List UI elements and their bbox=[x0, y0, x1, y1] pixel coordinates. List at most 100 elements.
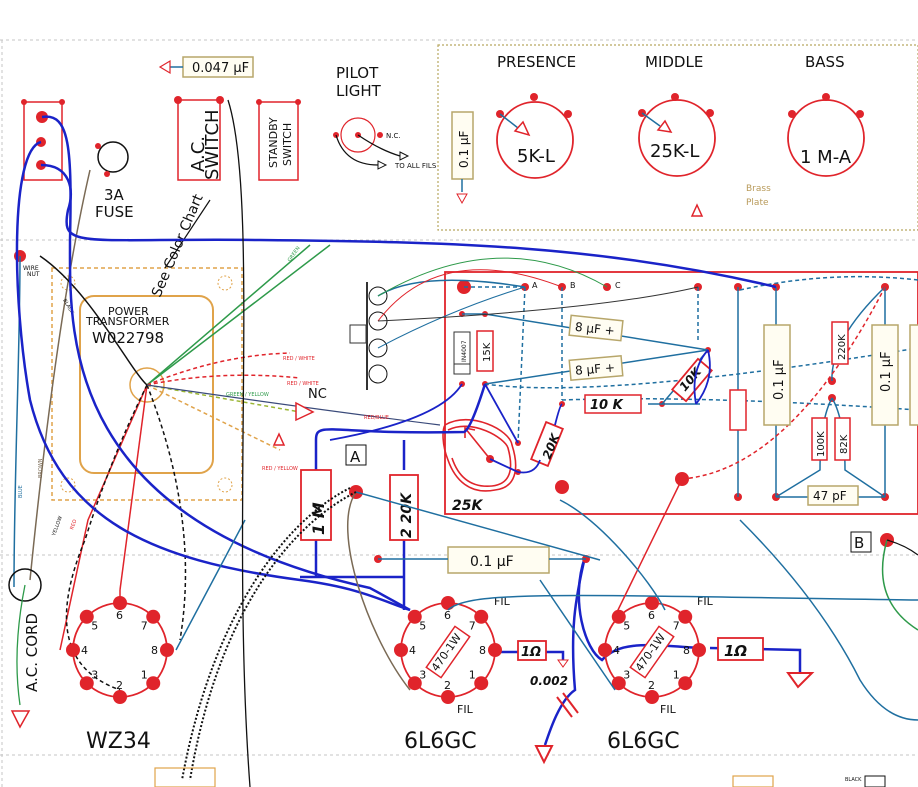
presence-cap bbox=[451, 111, 474, 205]
wz34-pin-3 bbox=[79, 676, 94, 691]
see-color-chart: See Color Chart bbox=[149, 192, 207, 300]
lower-wires bbox=[119, 478, 918, 691]
ground-arrow-1 bbox=[557, 659, 569, 668]
6l6-1-pin-label-1: 1 bbox=[469, 669, 476, 682]
resistor-220k-label: 220K bbox=[837, 334, 848, 360]
6l6-2-pin-label-7: 7 bbox=[673, 619, 680, 632]
6l6-1-label: 6L6GC bbox=[404, 729, 477, 754]
marker-a-box bbox=[345, 444, 367, 466]
resistor-220k-hand-label: 2 20K bbox=[399, 492, 415, 538]
bottom-marker-b bbox=[864, 775, 886, 787]
6l6-1-pin-8 bbox=[488, 643, 502, 657]
tone-cap-1 bbox=[763, 324, 791, 426]
resistor-15k bbox=[476, 330, 494, 372]
wz34-pin-8 bbox=[160, 643, 174, 657]
cap-47pf bbox=[807, 485, 859, 506]
bottom-box-left bbox=[154, 767, 216, 787]
fil-label-2b: FIL bbox=[660, 703, 677, 716]
6l6-1-pin-6 bbox=[441, 596, 455, 610]
lead-brown: BROWN bbox=[38, 458, 44, 478]
filter-cap-1-label: 8 µF + bbox=[574, 320, 615, 338]
standby-switch-label-1: STANDBY bbox=[267, 117, 280, 168]
pot-middle-value: 25K-L bbox=[650, 141, 699, 162]
6l6-1-pin-1 bbox=[474, 676, 489, 691]
diode-label: IN4007 bbox=[461, 340, 468, 362]
pilot-nc-label: N.C. bbox=[386, 132, 401, 140]
6l6-1-pin-label-2: 2 bbox=[444, 679, 451, 692]
resistor-82k-label: 82K bbox=[839, 434, 850, 454]
6l6-2-pin-label-2: 2 bbox=[648, 679, 655, 692]
wz34-pin-7 bbox=[146, 609, 161, 624]
6l6-1-pin-label-4: 4 bbox=[409, 644, 416, 657]
nc-arrow bbox=[295, 401, 315, 422]
input-jacks bbox=[349, 282, 388, 390]
6l6-2-pin-label-1: 1 bbox=[673, 669, 680, 682]
eyelet-board bbox=[444, 271, 918, 515]
wz34-pin-label-8: 8 bbox=[151, 644, 158, 657]
lead-red-white-2: RED / WHITE bbox=[287, 381, 319, 387]
pot-presence-value: 5K-L bbox=[517, 146, 555, 167]
wz34-pin-label-7: 7 bbox=[141, 619, 148, 632]
6l6-1-pin-label-3: 3 bbox=[419, 669, 426, 682]
pot-bass-name: BASS bbox=[805, 53, 845, 71]
transformer-model: W022798 bbox=[92, 329, 164, 347]
6l6-2-pin-2 bbox=[645, 690, 659, 704]
cathode-resistor-1 bbox=[425, 625, 471, 679]
ac-switch-label-1: A.C. bbox=[188, 136, 209, 172]
resistor-10k-a-label: 10 K bbox=[590, 398, 624, 413]
filter-cap-2-label: 8 µF + bbox=[575, 360, 616, 377]
cap-0002-label: 0.002 bbox=[530, 674, 568, 688]
resistor-1m-label: 1 M bbox=[309, 502, 328, 535]
pilot-light bbox=[333, 117, 410, 170]
ac-switch-lead bbox=[227, 99, 251, 787]
6l6-2-pin-6 bbox=[645, 596, 659, 610]
6l6-2-pin-3 bbox=[611, 676, 626, 691]
6l6-1-pin-3 bbox=[407, 676, 422, 691]
6l6-1-pin-label-7: 7 bbox=[469, 619, 476, 632]
standby-switch-label-2: SWITCH bbox=[281, 123, 294, 166]
lead-green-yellow: GREEN / YELLOW bbox=[226, 392, 269, 398]
6l6-2-pin-label-5: 5 bbox=[623, 619, 630, 632]
lead-blue: BLUE bbox=[18, 485, 24, 498]
6l6-2-pin-8 bbox=[692, 643, 706, 657]
power-transformer bbox=[51, 267, 243, 501]
wz34-pin-label-1: 1 bbox=[141, 669, 148, 682]
6l6-1-pin-label-5: 5 bbox=[419, 619, 426, 632]
ac-switch bbox=[174, 96, 224, 181]
tone-cap-3 bbox=[909, 324, 918, 426]
wz34-pin-label-5: 5 bbox=[91, 619, 98, 632]
marker-b: B bbox=[854, 534, 864, 552]
6l6-2-pin-label-4: 4 bbox=[613, 644, 620, 657]
lead-yellow: YELLOW bbox=[51, 515, 64, 537]
tone-cap-2 bbox=[871, 324, 899, 426]
resistor-100k-label: 100K bbox=[816, 431, 827, 457]
terminal-c: C bbox=[615, 281, 621, 290]
presence-cap-label: 0.1 µF bbox=[457, 130, 471, 168]
resistor-1ohm-b bbox=[717, 637, 764, 661]
6l6-2-pin-7 bbox=[678, 609, 693, 624]
6l6-2-pin-5 bbox=[611, 609, 626, 624]
6l6-2-label: 6L6GC bbox=[607, 729, 680, 754]
pot-bass bbox=[787, 93, 865, 177]
ac-cord-grommet bbox=[8, 568, 42, 602]
ac-cord-label: A.C. CORD bbox=[23, 613, 41, 692]
filter-cap-2 bbox=[568, 354, 624, 382]
wz34-pin-label-4: 4 bbox=[81, 644, 88, 657]
cathode-resistor-2 bbox=[629, 625, 675, 679]
pot-middle bbox=[638, 93, 716, 177]
pot-bass-value: 1 M-A bbox=[800, 147, 852, 168]
hand-drawn-wires bbox=[15, 115, 802, 746]
terminal-a: A bbox=[532, 281, 538, 290]
bottom-black-label: BLACK bbox=[845, 777, 862, 783]
fuse-label-2: FUSE bbox=[95, 203, 134, 221]
pilot-light-label-1: PILOT bbox=[336, 64, 379, 82]
shielded-cable bbox=[181, 487, 357, 781]
6l6-1-pin-7 bbox=[474, 609, 489, 624]
coupling-cap-01 bbox=[447, 546, 550, 574]
resistor-220k bbox=[831, 321, 849, 365]
coupling-cap-0047 bbox=[158, 56, 254, 78]
marker-a: A bbox=[350, 448, 361, 466]
6l6-2-pin-label-3: 3 bbox=[623, 669, 630, 682]
6l6-1-pin-2 bbox=[441, 690, 455, 704]
